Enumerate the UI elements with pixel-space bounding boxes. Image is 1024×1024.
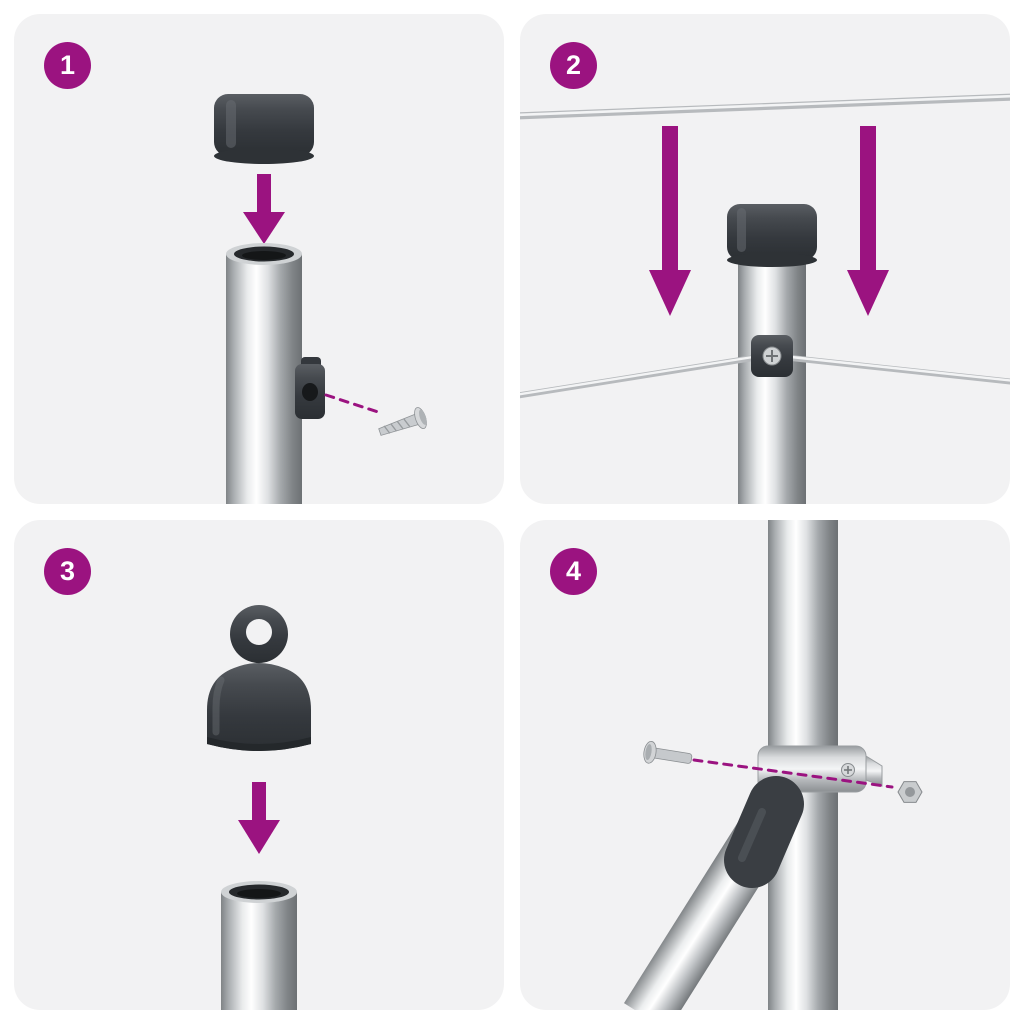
step-2-illustration (520, 93, 1010, 504)
step-number: 1 (59, 50, 76, 80)
screw (378, 407, 427, 436)
step-number: 2 (565, 50, 582, 80)
alignment-dashes (324, 393, 380, 414)
metal-post-open-top (221, 881, 297, 1010)
step-number: 4 (565, 556, 582, 586)
step-number-badge: 2 (550, 42, 597, 89)
brace-elbow (724, 776, 804, 888)
wire-clamp (751, 335, 793, 377)
step-3-illustration (207, 605, 311, 1010)
step-panel-3: 3 (14, 520, 504, 1010)
step-number: 3 (59, 556, 76, 586)
step-number-badge: 1 (44, 42, 91, 89)
step-number-badge: 3 (44, 548, 91, 595)
capped-post (727, 204, 817, 504)
tension-wire-middle (520, 355, 1010, 399)
bolt (643, 741, 693, 764)
arrow-down-icon (847, 126, 889, 316)
step-panel-1: 1 (14, 14, 504, 504)
arrow-down-icon (238, 782, 280, 854)
arrow-down-icon (649, 126, 691, 316)
step-number-badge: 4 (550, 548, 597, 595)
alignment-dashes (692, 758, 894, 789)
step-panel-2: 2 (520, 14, 1010, 504)
post-cap (214, 94, 314, 164)
eyelet-cap (207, 605, 311, 751)
step-1-illustration (214, 94, 427, 504)
step-4-illustration (623, 520, 923, 1010)
tension-wire-top (520, 93, 1010, 120)
mounting-bracket (295, 357, 325, 419)
arrow-down-icon (243, 174, 285, 244)
step-panel-4: 4 (520, 520, 1010, 1010)
metal-post-open-top (226, 243, 302, 504)
nut (897, 781, 923, 803)
